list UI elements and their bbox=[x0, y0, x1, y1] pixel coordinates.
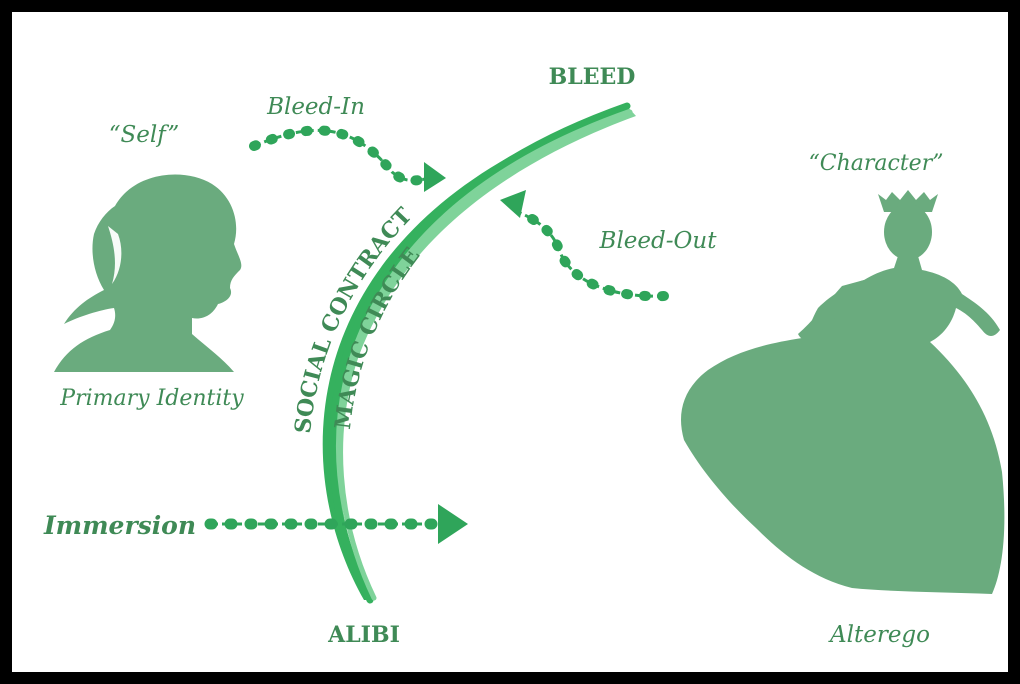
self-silhouette-icon bbox=[54, 175, 241, 372]
alibi-label: ALIBI bbox=[327, 622, 400, 648]
diagram-canvas: SOCIAL CONTRACT MAGIC CIRCLE “Self” Prim… bbox=[12, 12, 1008, 672]
immersion-label: Immersion bbox=[43, 511, 196, 540]
character-silhouette-icon bbox=[681, 190, 1004, 594]
alterego-label: Alterego bbox=[828, 622, 930, 648]
bleed-in-arrow bbox=[254, 130, 446, 192]
bleed-label: BLEED bbox=[549, 64, 636, 90]
bleed-diagram: SOCIAL CONTRACT MAGIC CIRCLE “Self” Prim… bbox=[12, 12, 1008, 672]
bleed-out-label: Bleed-Out bbox=[599, 228, 718, 254]
bleed-in-label: Bleed-In bbox=[266, 94, 365, 120]
character-label: “Character” bbox=[809, 151, 944, 176]
primary-identity-label: Primary Identity bbox=[59, 386, 244, 411]
self-label: “Self” bbox=[109, 122, 179, 148]
